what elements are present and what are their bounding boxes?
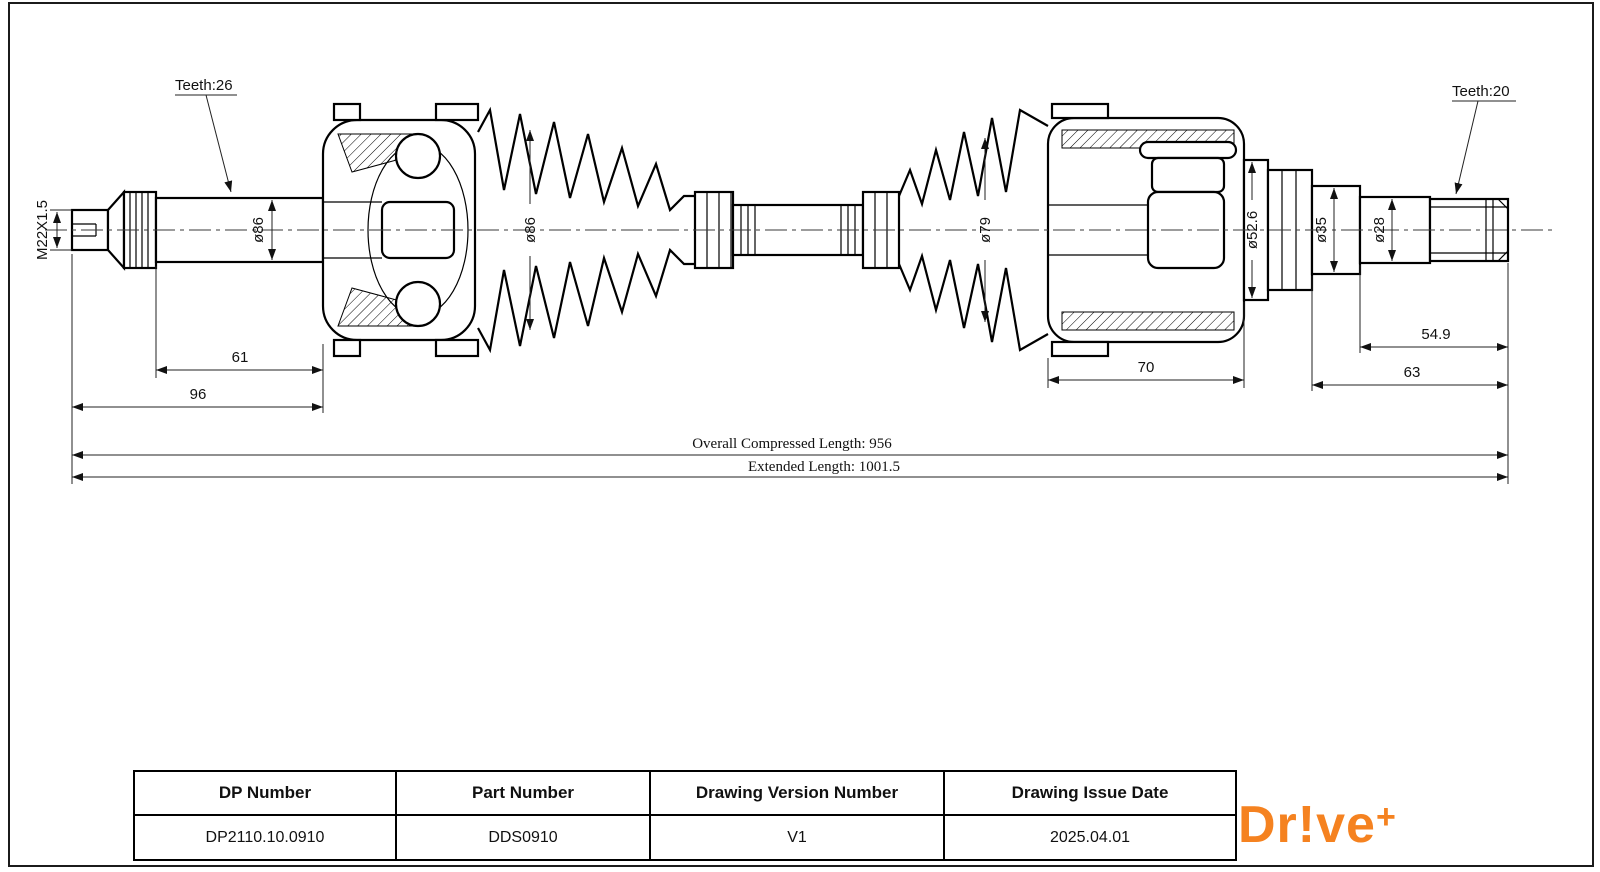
dim-output-spline: 54.9 [1421,326,1450,343]
driveshaft-technical-drawing: Teeth:26 Teeth:20 M22X1.5 ø86 ø86 ø79 ø5… [34,77,1555,484]
dia-right-joint-label: ø52.6 [1244,211,1261,249]
diameter-dimensions: M22X1.5 ø86 ø86 ø79 ø52.6 ø35 ø28 [34,130,1396,330]
dia-output-shaft-label: ø28 [1371,217,1388,243]
header-dp-number: DP Number [133,770,397,816]
teeth-left-label: Teeth:26 [175,77,233,94]
brand-logo-plus: + [1375,798,1397,836]
value-issue-date: 2025.04.01 [943,814,1237,861]
dim-right-joint-width: 70 [1138,359,1155,376]
dia-bearing-ring-label: ø35 [1313,217,1330,243]
dim-extended-length: Extended Length: 1001.5 [748,459,900,475]
dia-right-boot-label: ø79 [977,217,994,243]
header-part-number: Part Number [395,770,651,816]
dim-stub-total: 96 [190,386,207,403]
teeth-right-label: Teeth:20 [1452,83,1510,100]
value-part-number: DDS0910 [395,814,651,861]
header-drawing-version: Drawing Version Number [649,770,945,816]
dim-overall-compressed: Overall Compressed Length: 956 [692,436,892,452]
callouts: Teeth:26 Teeth:20 [175,77,1516,195]
dim-stub-spline: 61 [232,349,249,366]
title-block-table: DP Number Part Number Drawing Version Nu… [133,770,1237,861]
dia-left-boot-label: ø86 [522,217,539,243]
title-block-value-row: DP2110.10.0910 DDS0910 V1 2025.04.01 [133,814,1237,861]
dim-output-total: 63 [1404,364,1421,381]
thread-spec-label: M22X1.5 [34,200,51,260]
value-dp-number: DP2110.10.0910 [133,814,397,861]
page-border-frame [8,2,1594,867]
value-drawing-version: V1 [649,814,945,861]
length-dimensions: 61 96 70 54.9 63 Overall Compressed Leng… [71,254,1509,484]
dia-left-joint-label: ø86 [250,217,267,243]
header-issue-date: Drawing Issue Date [943,770,1237,816]
brand-logo: Dr!ve+ [1238,784,1438,854]
title-block-header-row: DP Number Part Number Drawing Version Nu… [133,770,1237,816]
brand-logo-text: Dr!ve [1238,796,1376,854]
